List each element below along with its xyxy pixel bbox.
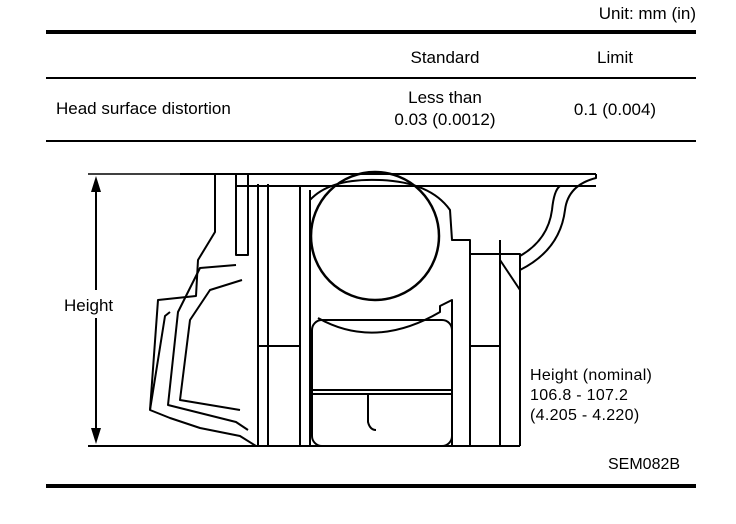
table-header-rule	[46, 77, 696, 79]
nominal-height-in: (4.205 - 4.220)	[530, 407, 640, 424]
standard-value-line1: Less than	[408, 88, 482, 107]
left-flange	[149, 311, 171, 411]
left-web	[167, 264, 249, 431]
center-chamber-outline	[309, 178, 521, 446]
unit-label: Unit: mm (in)	[598, 4, 696, 23]
height-label: Height	[64, 296, 114, 315]
nominal-height-mm: 106.8 - 107.2	[530, 387, 629, 404]
limit-value: 0.1 (0.004)	[573, 100, 657, 119]
figure-code: SEM082B	[608, 456, 681, 473]
right-boss-inner	[519, 185, 561, 257]
height-arrow-down-icon	[91, 428, 101, 444]
left-web-inner	[179, 279, 243, 411]
left-inner-cavity	[235, 174, 249, 256]
row-label-head-surface-distortion: Head surface distortion	[56, 99, 231, 118]
column-header-limit: Limit	[597, 48, 633, 67]
chamber-lower-wall	[317, 299, 453, 446]
nominal-height-title: Height (nominal)	[530, 367, 653, 384]
column-header-standard: Standard	[410, 48, 480, 67]
lower-pocket-partition	[312, 393, 452, 431]
right-boss	[519, 174, 597, 271]
height-dimension	[91, 176, 101, 444]
table-bottom-rule	[46, 140, 696, 142]
standard-value: Less than 0.03 (0.0012)	[370, 87, 520, 131]
standard-value-line2: 0.03 (0.0012)	[394, 110, 496, 129]
right-corner	[499, 259, 521, 291]
table-top-rule	[46, 30, 696, 34]
bore-circle	[309, 170, 441, 302]
nominal-height-block: Height (nominal) 106.8 - 107.2 (4.205 - …	[530, 366, 652, 426]
lower-pocket	[311, 319, 453, 447]
head-left-outline	[149, 174, 257, 447]
bottom-rule	[46, 484, 696, 488]
height-arrow-up-icon	[91, 176, 101, 192]
